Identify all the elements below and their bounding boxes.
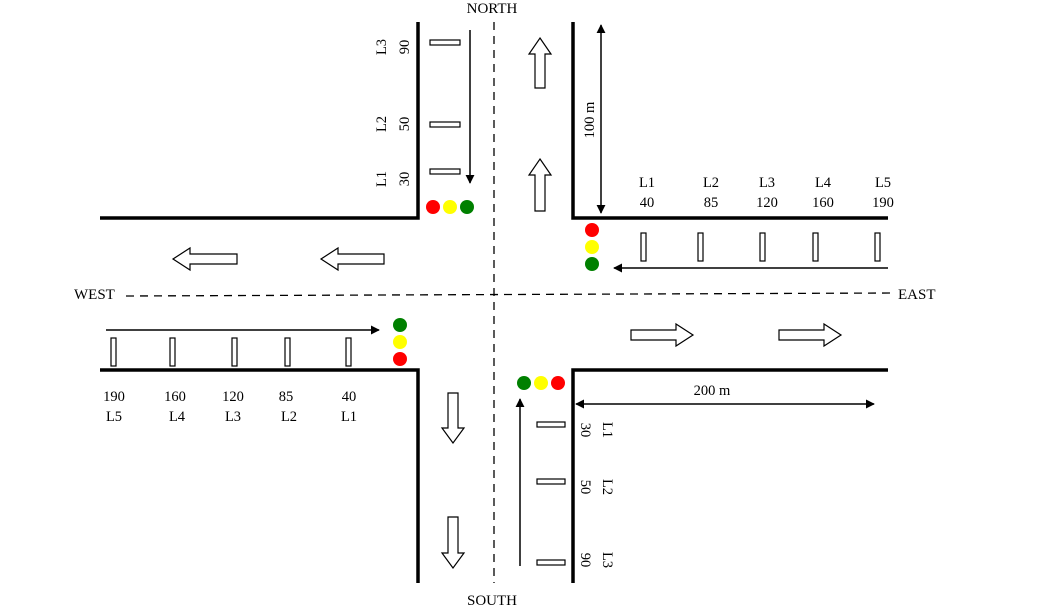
east-l2-distance: 85 — [704, 195, 719, 211]
road-edges — [100, 22, 888, 583]
east-l3-name: L3 — [759, 175, 775, 191]
red-light-icon — [426, 200, 440, 214]
green-light-icon — [460, 200, 474, 214]
direction-east-label: EAST — [898, 287, 936, 303]
south-l3-distance: 90 — [577, 553, 593, 568]
east-l5-name: L5 — [875, 175, 891, 191]
road-edge-northeast — [571, 22, 888, 220]
detector-west-l2 — [284, 337, 291, 367]
south-l2-distance: 50 — [577, 480, 593, 495]
south-l3-name: L3 — [599, 552, 615, 568]
west-l1-distance: 40 — [342, 389, 357, 405]
detector-east-l1 — [640, 232, 647, 262]
arrow-right-icon — [778, 322, 843, 348]
west-l5-distance: 190 — [103, 389, 125, 405]
green-light-icon — [585, 257, 599, 271]
red-light-icon — [393, 352, 407, 366]
yellow-light-icon — [534, 376, 548, 390]
traffic-light-south — [517, 376, 565, 390]
arrow-down-icon — [440, 392, 466, 445]
center-line-west-east — [125, 292, 894, 297]
yellow-light-icon — [443, 200, 457, 214]
road-edge-southeast — [571, 368, 888, 583]
yellow-light-icon — [393, 335, 407, 349]
red-light-icon — [551, 376, 565, 390]
east-l3-distance: 120 — [756, 195, 778, 211]
north-l2-distance: 50 — [397, 117, 413, 132]
green-light-icon — [393, 318, 407, 332]
north-detectors — [429, 39, 461, 175]
road-edge-southwest — [100, 368, 420, 583]
north-l2-name: L2 — [374, 116, 390, 132]
detector-east-l4 — [812, 232, 819, 262]
lane-direction-arrows — [171, 36, 843, 570]
west-l2-distance: 85 — [279, 389, 294, 405]
detector-west-l3 — [231, 337, 238, 367]
direction-south-label: SOUTH — [467, 593, 517, 609]
green-light-icon — [517, 376, 531, 390]
arrow-left-icon — [171, 246, 238, 272]
east-l2-name: L2 — [703, 175, 719, 191]
north-l3-name: L3 — [374, 39, 390, 55]
west-detectors — [110, 337, 352, 367]
detector-east-l2 — [697, 232, 704, 262]
arrow-left-icon — [319, 246, 385, 272]
arrow-down-icon — [440, 516, 466, 570]
detector-west-l4 — [169, 337, 176, 367]
traffic-light-north — [426, 200, 474, 214]
east-l4-distance: 160 — [812, 195, 834, 211]
detector-south-l3 — [536, 559, 566, 566]
direction-west-label: WEST — [74, 287, 115, 303]
traffic-light-west — [393, 318, 407, 366]
south-l2-name: L2 — [599, 479, 615, 495]
arrow-up-icon — [527, 36, 553, 89]
east-detectors — [640, 232, 881, 262]
west-l3-distance: 120 — [222, 389, 244, 405]
west-l4-name: L4 — [169, 409, 186, 425]
east-l1-distance: 40 — [640, 195, 655, 211]
south-detector-labels: 30 L1 50 L2 90 L3 — [577, 422, 615, 568]
distance-200m-label: 200 m — [694, 383, 731, 399]
red-light-icon — [585, 223, 599, 237]
north-detector-labels: L3 90 L2 50 L1 30 — [374, 39, 413, 187]
road-edge-northwest — [100, 22, 420, 220]
detector-south-l2 — [536, 478, 566, 485]
detector-east-l3 — [759, 232, 766, 262]
detector-west-l1 — [345, 337, 352, 367]
west-l1-name: L1 — [341, 409, 357, 425]
detector-west-l5 — [110, 337, 117, 367]
detector-east-l5 — [874, 232, 881, 262]
south-l1-name: L1 — [599, 422, 615, 438]
west-detector-labels: 190 L5 160 L4 120 L3 85 L2 40 L1 — [103, 389, 357, 425]
distance-100m-label: 100 m — [582, 101, 598, 138]
yellow-light-icon — [585, 240, 599, 254]
west-l4-distance: 160 — [164, 389, 186, 405]
south-detectors — [536, 421, 566, 566]
center-lines — [125, 22, 894, 583]
direction-north-label: NORTH — [467, 1, 518, 17]
arrow-up-icon — [527, 157, 553, 212]
north-l1-name: L1 — [374, 171, 390, 187]
detector-north-l1 — [429, 168, 461, 175]
east-detector-labels: L1 40 L2 85 L3 120 L4 160 L5 190 — [639, 175, 894, 211]
north-l1-distance: 30 — [397, 172, 413, 187]
east-l4-name: L4 — [815, 175, 832, 191]
south-l1-distance: 30 — [577, 423, 593, 438]
west-l5-name: L5 — [106, 409, 122, 425]
traffic-light-east — [585, 223, 599, 271]
north-l3-distance: 90 — [397, 40, 413, 55]
detector-north-l2 — [429, 121, 461, 128]
west-l2-name: L2 — [281, 409, 297, 425]
east-l5-distance: 190 — [872, 195, 894, 211]
detector-south-l1 — [536, 421, 566, 428]
arrow-right-icon — [630, 322, 695, 348]
detector-north-l3 — [429, 39, 461, 46]
west-l3-name: L3 — [225, 409, 241, 425]
east-l1-name: L1 — [639, 175, 655, 191]
